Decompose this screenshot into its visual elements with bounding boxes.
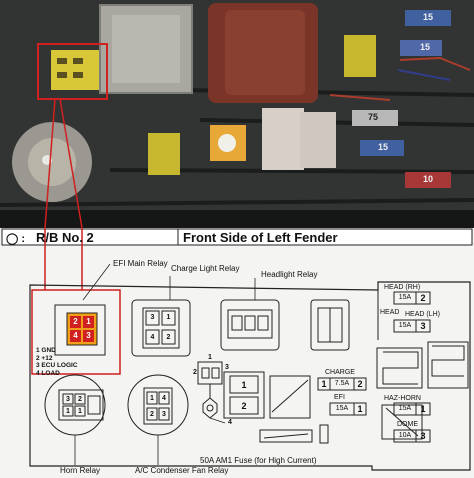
center-relay-pin: 1 [208, 354, 212, 361]
efi-pin: 2 [73, 317, 78, 326]
charge-fuse-amp: 7.5A [334, 380, 350, 387]
efi-relay-photo-highlight [37, 43, 108, 100]
haz-horn-fuse-label: HAZ-HORN [384, 395, 421, 402]
pin-legend: 1 GND 2 +12 3 ECU LOGIC 4 LOAD [36, 347, 78, 377]
efi-main-relay-label: EFI Main Relay [113, 259, 168, 268]
head-rh-num: 2 [420, 293, 426, 303]
head-label: HEAD [380, 309, 400, 316]
horn-relay-pin: 3 [66, 396, 70, 403]
center-relay-pin: 2 [193, 369, 197, 376]
charge-relay-pin: 4 [150, 334, 155, 341]
fuse-value-photo: 10 [423, 174, 434, 184]
horn-relay-pin: 1 [78, 408, 82, 415]
ac-fan-relay-pin: 1 [150, 395, 154, 402]
dome-fuse-amp: 10A [398, 432, 412, 439]
ac-fan-relay-pin: 4 [162, 395, 166, 402]
charge-fuse-label: CHARGE [325, 369, 355, 376]
efi-pin: 1 [86, 317, 91, 326]
efi-pin: 3 [86, 331, 91, 340]
legend-item: 1 GND [36, 347, 56, 354]
horn-relay-label: Horn Relay [60, 466, 101, 475]
head-lh-label: HEAD (LH) [405, 311, 441, 318]
haz-horn-fuse-num: 1 [420, 404, 426, 414]
fuse-strip-photo [352, 10, 451, 188]
relay-block-diagram [0, 228, 474, 478]
legend-item: 3 ECU LOGIC [36, 362, 78, 369]
efi-fuse-amp: 15A [335, 405, 349, 412]
charge-relay-pin: 1 [166, 314, 171, 321]
fuse-value-photo: 15 [423, 12, 434, 22]
ac-fan-relay-pin: 3 [162, 411, 166, 418]
efi-fuse-label: EFI [334, 394, 345, 401]
center-relay-pin: 3 [225, 364, 229, 371]
charge-fuse-num: 1 [321, 379, 327, 389]
efi-main-relay-highlight [31, 289, 121, 375]
efi-pin: 4 [73, 331, 78, 340]
fuse-value-photo: 75 [368, 112, 379, 122]
dome-fuse-label: DOME [397, 421, 418, 428]
relay-block-title: R/B No. 2 [36, 230, 94, 245]
location-subtitle: Front Side of Left Fender [183, 230, 338, 245]
charge-relay-pin: 3 [150, 314, 155, 321]
ac-fan-relay-pin: 2 [150, 411, 154, 418]
efi-fuse-num: 1 [357, 404, 363, 414]
ac-condenser-fan-relay-label: A/C Condenser Fan Relay [135, 466, 229, 475]
charge-relay-pin: 2 [166, 334, 171, 341]
headlight-relay-label: Headlight Relay [261, 270, 318, 279]
efi-main-relay-connector [54, 304, 106, 356]
legend-item: 2 +12 [36, 354, 53, 362]
fuse-box-photo [0, 0, 474, 228]
am1-fuse-note: 50A AM1 Fuse (for High Current) [200, 456, 317, 465]
center-relay-pin: 4 [228, 419, 232, 426]
dome-fuse-num: 3 [420, 431, 426, 441]
am1-fuse-slot: 2 [241, 401, 247, 411]
legend-item: 4 LOAD [36, 369, 60, 377]
head-lh-num: 3 [420, 321, 426, 331]
header-symbol: ◯ : [6, 233, 26, 245]
haz-horn-fuse-amp: 15A [398, 405, 412, 412]
head-lh-amp: 15A [398, 322, 412, 329]
horn-relay-pin: 1 [66, 408, 70, 415]
charge-light-relay-label: Charge Light Relay [171, 264, 240, 273]
charge-fuse-num2: 2 [357, 379, 363, 389]
head-rh-amp: 15A [398, 294, 412, 301]
horn-relay-pin: 2 [78, 396, 82, 403]
fuse-value-photo: 15 [420, 42, 431, 52]
am1-fuse-slot: 1 [241, 380, 247, 390]
head-rh-label: HEAD (RH) [384, 284, 421, 291]
fuse-value-photo: 15 [378, 142, 389, 152]
